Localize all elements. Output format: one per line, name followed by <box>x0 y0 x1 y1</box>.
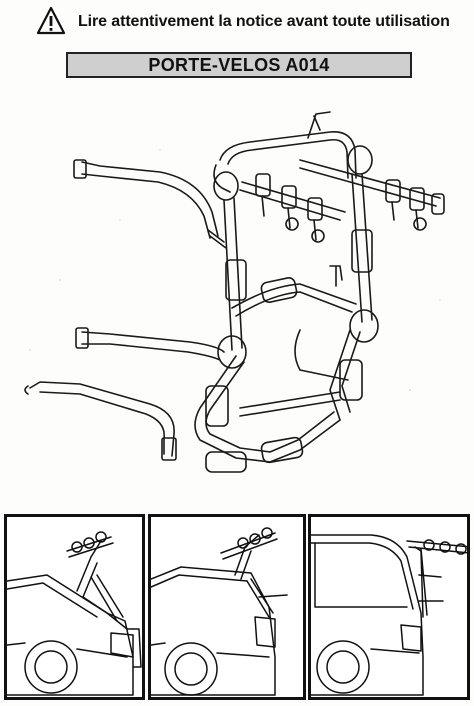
hatchback-car-icon <box>151 527 288 696</box>
hatchback-mounted-view <box>148 514 306 700</box>
bike-rack-illustration <box>24 111 445 473</box>
sedan-mounted-view <box>4 514 145 700</box>
product-title: PORTE-VELOS A014 <box>148 54 330 75</box>
sedan-car-icon <box>7 531 142 696</box>
warning-text: Lire attentivement la notice avant toute… <box>78 13 450 30</box>
warning-triangle-icon <box>36 6 66 35</box>
minivan-car-icon <box>311 534 467 696</box>
warning-header: Lire attentivement la notice avant toute… <box>36 6 456 42</box>
product-title-box: PORTE-VELOS A014 <box>66 52 412 78</box>
minivan-mounted-view <box>308 514 470 700</box>
